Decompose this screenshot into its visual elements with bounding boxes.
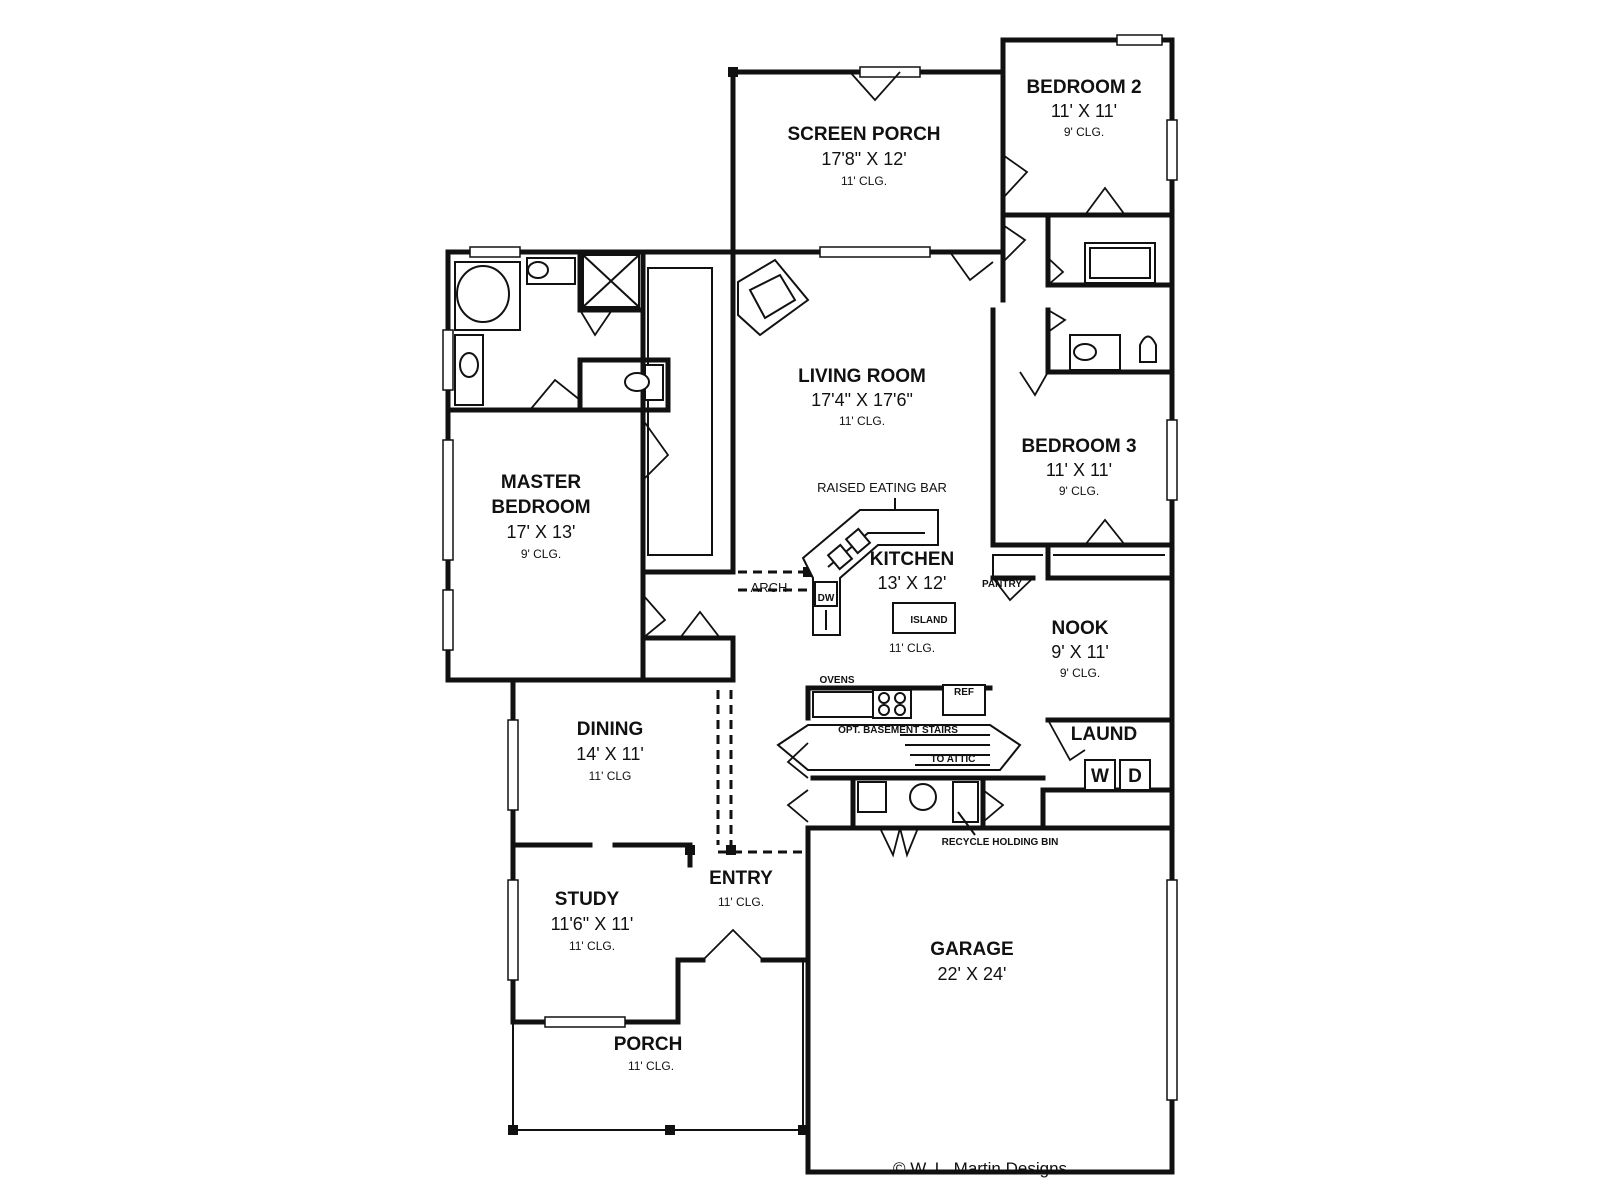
basement-stairs-label: OPT. BASEMENT STAIRS: [838, 725, 958, 736]
bedroom3-dims: 11' X 11': [1046, 460, 1112, 480]
living-room-clg: 11' CLG.: [839, 414, 885, 428]
entry-name: ENTRY: [709, 868, 773, 889]
garage-dims: 22' X 24': [938, 964, 1007, 984]
raised-eating-bar-label: RAISED EATING BAR: [817, 480, 947, 495]
posts: [508, 67, 813, 1135]
recycle-bin-label: RECYCLE HOLDING BIN: [942, 837, 1059, 848]
arch-label: ARCH: [751, 580, 788, 595]
dining-dims: 14' X 11': [576, 744, 644, 764]
master-bedroom-name-line1: MASTER: [501, 472, 582, 493]
nook-clg: 9' CLG.: [1060, 666, 1100, 680]
study-clg: 11' CLG.: [569, 939, 615, 953]
screen-porch-dims: 17'8" X 12': [821, 149, 906, 169]
copyright-text: © W. L. Martin Designs: [893, 1159, 1067, 1178]
master-bedroom-clg: 9' CLG.: [521, 547, 561, 561]
screen-porch-clg: 11' CLG.: [841, 174, 887, 188]
bedroom2-name: BEDROOM 2: [1026, 77, 1141, 98]
living-room-dims: 17'4" X 17'6": [811, 390, 913, 410]
bedroom3-name: BEDROOM 3: [1021, 436, 1136, 457]
master-bedroom-dims: 17' X 13': [507, 522, 576, 542]
screen-porch-name: SCREEN PORCH: [787, 124, 940, 145]
study-dims: 11'6" X 11': [551, 914, 634, 934]
master-bedroom-name-line2: BEDROOM: [491, 497, 590, 518]
entry-clg: 11' CLG.: [718, 895, 764, 909]
study-name: STUDY: [555, 889, 620, 910]
interior-walls: [445, 212, 1175, 963]
laundry-name: LAUND: [1071, 724, 1138, 745]
garage-name: GARAGE: [930, 939, 1013, 960]
annotations: RAISED EATING BAR ARCH PANTRY ISLAND DW …: [751, 480, 1142, 848]
pantry-label: PANTRY: [982, 579, 1022, 590]
kitchen-name: KITCHEN: [870, 549, 954, 570]
living-room-name: LIVING ROOM: [798, 366, 926, 387]
bedroom3-clg: 9' CLG.: [1059, 484, 1099, 498]
kitchen-dims: 13' X 12': [878, 573, 947, 593]
porch-clg: 11' CLG.: [628, 1059, 674, 1073]
nook-name: NOOK: [1052, 618, 1109, 639]
dining-clg: 11' CLG: [589, 769, 632, 783]
nook-dims: 9' X 11': [1051, 642, 1109, 662]
to-attic-label: TO ATTIC: [931, 754, 976, 765]
washer-label: W: [1091, 766, 1109, 787]
ref-label: REF: [954, 687, 974, 698]
exterior-walls: [445, 37, 1175, 1175]
ovens-label: OVENS: [819, 675, 854, 686]
porch-name: PORCH: [614, 1034, 683, 1055]
windows: [442, 34, 1178, 1101]
fixtures: [454, 242, 1165, 823]
doors: [529, 71, 1126, 961]
kitchen-clg: 11' CLG.: [889, 641, 935, 655]
island-label: ISLAND: [910, 615, 947, 626]
dining-name: DINING: [577, 719, 644, 740]
dw-label: DW: [818, 593, 835, 604]
bedroom2-clg: 9' CLG.: [1064, 125, 1104, 139]
dryer-label: D: [1128, 766, 1142, 787]
recycle-leader: [957, 811, 976, 836]
room-labels: SCREEN PORCH 17'8" X 12' 11' CLG. BEDROO…: [491, 77, 1141, 1073]
bedroom2-dims: 11' X 11': [1051, 101, 1117, 121]
